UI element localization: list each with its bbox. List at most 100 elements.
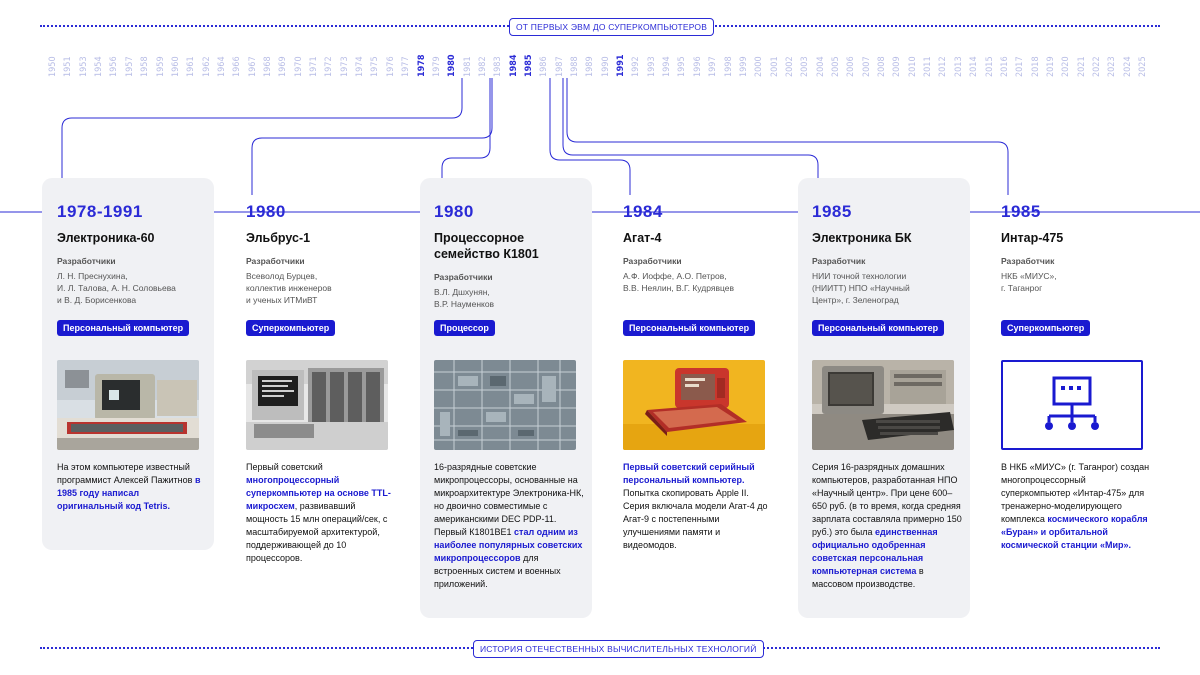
year-tick-1981: 1981	[462, 56, 473, 77]
year-tick-1971: 1971	[309, 56, 319, 77]
card-year: 1985	[1001, 202, 1041, 221]
year-tick-1990: 1990	[600, 56, 611, 77]
card-description: 16-разрядные советские микропроцессоры, …	[434, 461, 584, 591]
year-tick-2021: 2021	[1076, 56, 1087, 77]
year-tick-1950: 1950	[48, 56, 58, 77]
year-tick-1985: 1985	[523, 54, 534, 77]
card-photo	[434, 360, 576, 450]
year-tick-1958: 1958	[140, 56, 151, 77]
card-description: Серия 16-разрядных домашних компьютеров,…	[812, 461, 962, 591]
year-tick-1989: 1989	[585, 56, 596, 77]
year-tick-1997: 1997	[708, 56, 719, 77]
description-highlight: стал одним из наиболее популярных советс…	[434, 527, 583, 563]
year-tick-1968: 1968	[262, 56, 273, 77]
card-year: 1980	[434, 202, 474, 221]
category-tag: Персональный компьютер	[623, 320, 756, 336]
year-tick-2023: 2023	[1107, 56, 1118, 77]
year-tick-1974: 1974	[355, 56, 365, 77]
year-tick-1979: 1979	[431, 56, 442, 77]
year-tick-2016: 2016	[999, 56, 1010, 77]
year-tick-2018: 2018	[1030, 56, 1041, 77]
description-highlight: многопроцессорный суперкомпьютер на осно…	[246, 475, 391, 511]
year-tick-1975: 1975	[370, 56, 381, 77]
year-tick-1988: 1988	[570, 56, 580, 77]
card-year: 1984	[623, 202, 663, 221]
developers-label: Разработчики	[57, 256, 116, 266]
category-tag: Персональный компьютер	[57, 320, 190, 336]
year-tick-2001: 2001	[769, 56, 780, 77]
year-tick-1991: 1991	[616, 54, 626, 77]
year-tick-2008: 2008	[877, 56, 887, 77]
developers-text: В.Л. Дшхунян, В.Р. Науменков	[434, 287, 495, 309]
year-tick-1972: 1972	[324, 56, 335, 77]
year-tick-1980: 1980	[447, 54, 458, 77]
year-tick-1987: 1987	[554, 56, 565, 77]
year-tick-2015: 2015	[984, 56, 995, 77]
year-tick-1959: 1959	[155, 56, 166, 77]
year-tick-1962: 1962	[201, 56, 212, 77]
card-photo	[623, 360, 765, 450]
top-title-pill: ОТ ПЕРВЫХ ЭВМ ДО СУПЕРКОМПЬЮТЕРОВ	[509, 18, 715, 36]
description-text: для встроенных систем и военных приложен…	[434, 553, 561, 589]
year-tick-2019: 2019	[1045, 56, 1056, 77]
year-tick-1996: 1996	[692, 56, 703, 77]
card-description: В НКБ «МИУС» (г. Таганрог) создан многоп…	[1001, 461, 1151, 552]
description-text: 16-разрядные советские микропроцессоры, …	[434, 462, 584, 537]
year-tick-1983: 1983	[493, 56, 504, 77]
description-highlight: единственная официально одобренная совет…	[812, 527, 938, 576]
card-title: Процессорное семейство К1801	[434, 231, 539, 261]
year-tick-1969: 1969	[278, 56, 289, 77]
card-year: 1978-1991	[57, 202, 143, 221]
category-tag: Персональный компьютер	[812, 320, 945, 336]
year-tick-1999: 1999	[738, 56, 749, 77]
year-tick-2003: 2003	[800, 56, 811, 77]
year-tick-1970: 1970	[293, 56, 304, 77]
year-tick-1984: 1984	[508, 54, 519, 77]
year-tick-2006: 2006	[846, 56, 857, 77]
year-tick-2024: 2024	[1122, 56, 1133, 77]
year-tick-1994: 1994	[662, 56, 673, 77]
year-tick-2010: 2010	[907, 56, 918, 77]
year-tick-1966: 1966	[232, 56, 243, 77]
year-tick-2025: 2025	[1138, 56, 1148, 77]
card-title: Электроника-60	[57, 231, 155, 245]
year-tick-1957: 1957	[124, 56, 135, 77]
year-tick-1995: 1995	[677, 56, 688, 77]
category-tag: Суперкомпьютер	[246, 320, 336, 336]
year-tick-2012: 2012	[938, 56, 949, 77]
developers-label: Разработчики	[623, 256, 682, 266]
card-photo	[1001, 360, 1143, 450]
description-text: В НКБ «МИУС» (г. Таганрог) создан многоп…	[1001, 462, 1150, 524]
year-tick-2011: 2011	[923, 56, 934, 77]
year-tick-2005: 2005	[831, 56, 841, 77]
card-title: Электроника БК	[812, 231, 912, 245]
developers-text: НИИ точной технологии (НИИТТ) НПО «Научн…	[812, 271, 910, 305]
year-tick-2000: 2000	[754, 56, 765, 77]
card-photo	[812, 360, 954, 450]
card-year: 1980	[246, 202, 286, 221]
year-tick-1982: 1982	[477, 56, 488, 77]
category-tag: Процессор	[434, 320, 495, 336]
year-tick-1993: 1993	[646, 56, 657, 77]
year-tick-1986: 1986	[539, 56, 550, 77]
description-text: На этом компьютере известный программист…	[57, 462, 195, 485]
year-tick-1956: 1956	[109, 56, 120, 77]
year-tick-1961: 1961	[186, 56, 197, 77]
year-tick-1954: 1954	[94, 56, 105, 77]
year-tick-1953: 1953	[78, 56, 89, 77]
year-tick-2002: 2002	[784, 56, 795, 77]
developers-text: Л. Н. Преснухина, И. Л. Талова, А. Н. Со…	[57, 271, 176, 305]
developers-label: Разработчик	[1001, 256, 1055, 266]
year-tick-2004: 2004	[815, 56, 826, 77]
year-tick-1973: 1973	[339, 56, 350, 77]
year-tick-1964: 1964	[216, 56, 227, 77]
description-text: Попытка скопировать Apple II. Серия вклю…	[623, 488, 768, 550]
card-title: Эльбрус-1	[246, 231, 311, 245]
year-tick-2014: 2014	[969, 56, 980, 77]
developers-label: Разработчики	[246, 256, 305, 266]
year-tick-2020: 2020	[1061, 56, 1072, 77]
